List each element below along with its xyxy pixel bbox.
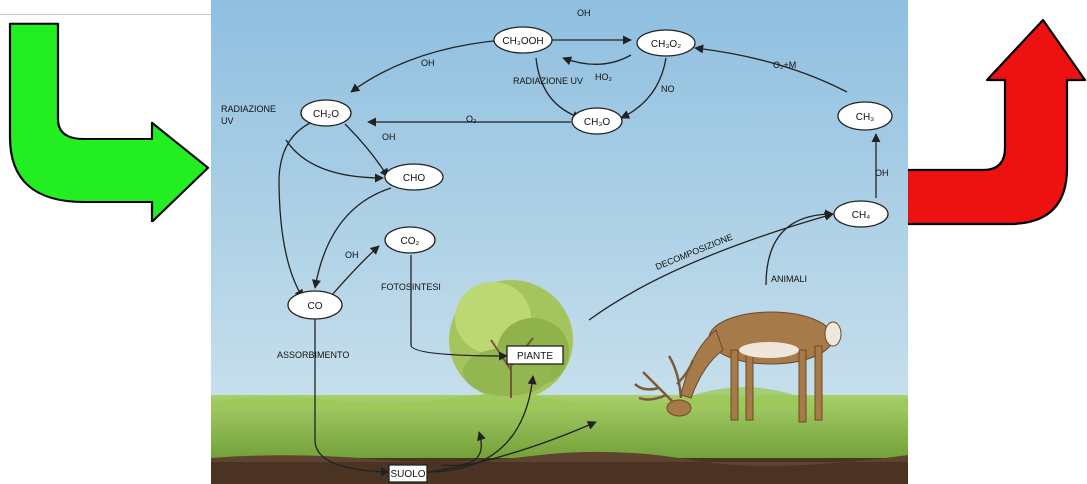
node-ch3ooh: CH₃OOH: [493, 26, 553, 54]
node-ch4: CH₄: [833, 200, 889, 228]
node-suolo: SUOLO: [388, 464, 428, 483]
svg-text:CH₃O: CH₃O: [584, 117, 611, 128]
label-radiazione-left: RADIAZIONE: [221, 104, 276, 114]
label-uv-left: UV: [221, 116, 234, 126]
label-assorbimento: ASSORBIMENTO: [277, 350, 349, 360]
label-animali: ANIMALI: [771, 274, 807, 284]
label-fotosintesi: FOTOSINTESI: [381, 282, 441, 292]
svg-text:SUOLO: SUOLO: [390, 469, 425, 480]
top-divider-line: [0, 0, 284, 15]
node-ch3o: CH₃O: [571, 107, 623, 135]
svg-text:CHO: CHO: [403, 173, 425, 184]
svg-text:CH₃OOH: CH₃OOH: [502, 36, 543, 47]
red-bent-arrow-icon: [905, 18, 1087, 226]
node-ch3: CH₃: [837, 101, 893, 131]
svg-text:CH₂O: CH₂O: [313, 109, 339, 120]
bush-illustration: [449, 280, 573, 400]
label-o2-m: O₂+M: [773, 60, 796, 70]
green-bent-arrow-icon: [8, 22, 210, 222]
node-ch3o2: CH₃O₂: [636, 29, 696, 57]
label-o2: O₂: [466, 114, 477, 124]
node-co: CO: [287, 290, 343, 320]
svg-text:CO₂: CO₂: [401, 236, 420, 247]
deer-illustration: [634, 311, 842, 423]
svg-text:CO: CO: [308, 301, 323, 312]
node-ch2o: CH₂O: [300, 99, 352, 127]
label-oh-top: OH: [577, 8, 591, 18]
label-radiazione-uv: RADIAZIONE UV: [513, 76, 583, 86]
label-no: NO: [661, 84, 675, 94]
label-ho2: HO₂: [595, 72, 613, 82]
node-cho: CHO: [384, 163, 444, 191]
svg-text:CH₃O₂: CH₃O₂: [651, 39, 681, 50]
svg-text:PIANTE: PIANTE: [517, 351, 553, 362]
reaction-arrows: [278, 35, 881, 477]
label-oh-ch2o-cho: OH: [382, 132, 396, 142]
svg-text:CH₄: CH₄: [852, 210, 871, 221]
chemical-nodes: CH₃OOH CH₃O₂ CH₂O CH₃O CHO CO₂ CO CH₃: [287, 26, 893, 483]
node-piante: PIANTE: [506, 345, 564, 365]
svg-text:CH₃: CH₃: [856, 112, 875, 123]
label-oh-left: OH: [421, 58, 435, 68]
label-oh-ch4-ch3: OH: [875, 168, 889, 178]
node-co2: CO₂: [384, 226, 436, 254]
label-oh-co-co2: OH: [345, 250, 359, 260]
methane-cycle-diagram: CH₃OOH CH₃O₂ CH₂O CH₃O CHO CO₂ CO CH₃: [211, 0, 908, 484]
